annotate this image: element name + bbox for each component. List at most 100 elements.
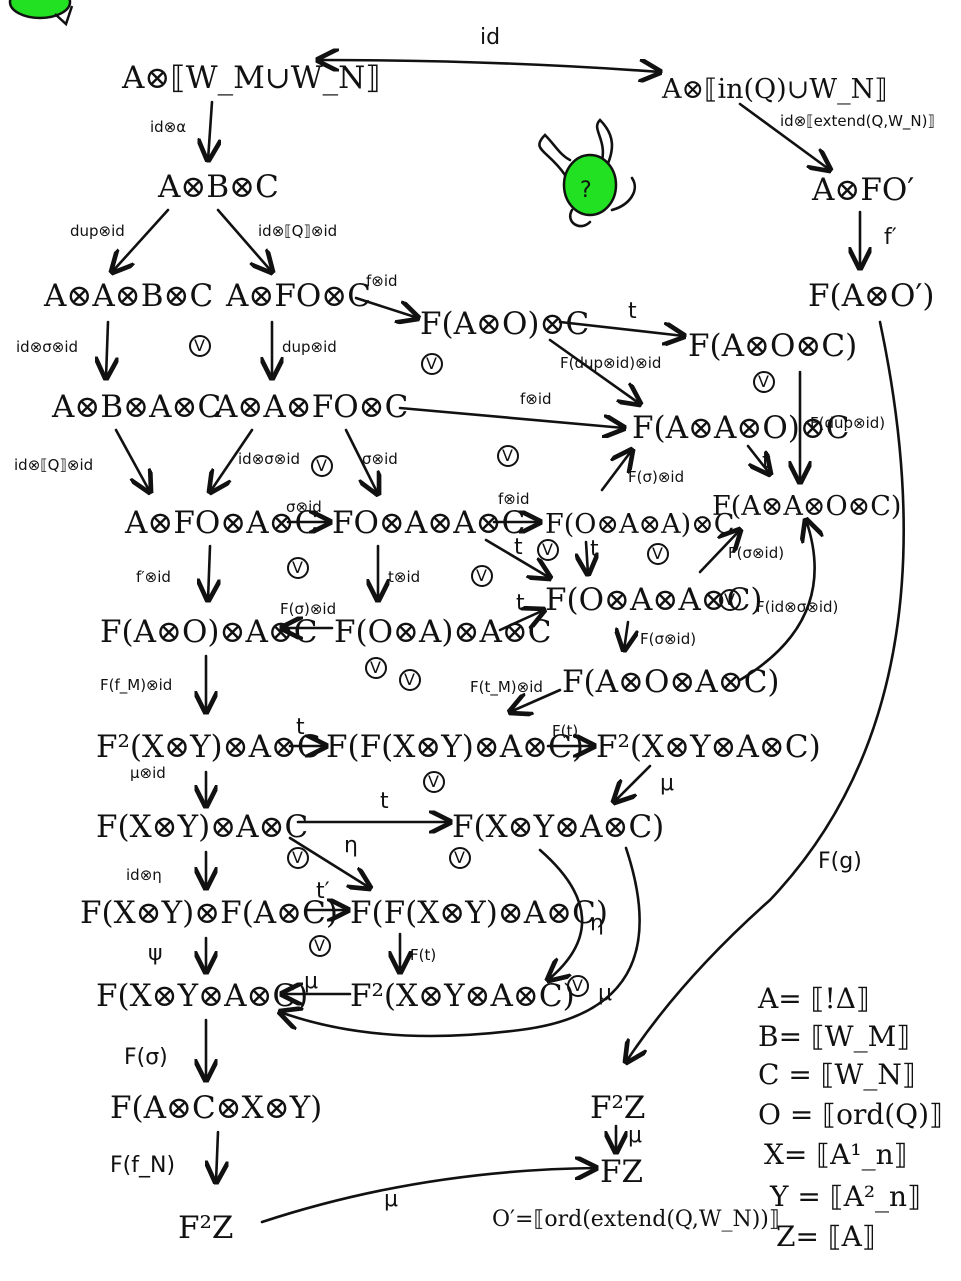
- arrow-n8-n12: [548, 338, 640, 404]
- svg-text:V: V: [292, 848, 303, 867]
- label-idQid2: id⊗⟦Q⟧⊗id: [14, 456, 93, 474]
- comm-marker: V: [537, 539, 559, 561]
- comm-marker: V: [753, 371, 775, 393]
- definition-O: O = ⟦ord(Q)⟧: [758, 1098, 943, 1131]
- svg-text:V: V: [572, 976, 583, 995]
- label-mu5: μ: [628, 1123, 642, 1148]
- node-n20: F(A⊗O⊗A⊗C): [562, 664, 780, 700]
- node-n4: A⊗FO′: [811, 172, 914, 208]
- arrow-n7-n31: [626, 320, 905, 1062]
- label-idsid: id⊗σ⊗id: [16, 338, 78, 356]
- node-n12: F(A⊗A⊗O)⊗C: [632, 410, 850, 446]
- node-n25: F(X⊗Y⊗A⊗C): [452, 809, 664, 845]
- label-fprimeid: f′⊗id: [136, 568, 171, 586]
- comm-marker: V: [647, 543, 669, 565]
- definition-Z: Z= ⟦A⟧: [776, 1220, 876, 1253]
- arrow-n30-n32: [216, 1130, 218, 1182]
- node-n31: F²Z: [590, 1090, 645, 1126]
- arrow-n5-n10: [106, 320, 108, 378]
- node-n17: F(O⊗A⊗A⊗C): [545, 582, 763, 618]
- arrow-n1-n3: [208, 100, 212, 160]
- svg-text:V: V: [316, 456, 327, 475]
- arrow-n10-n13: [114, 428, 150, 492]
- label-fid: f⊗id: [366, 272, 398, 290]
- node-n32: F²Z: [178, 1210, 233, 1246]
- label-Fsid3: F(σ⊗id): [640, 630, 696, 648]
- node-n33: FZ: [600, 1154, 643, 1190]
- arrow-n6-n8: [354, 296, 418, 318]
- arrow-n12-n16: [746, 444, 770, 474]
- label-t3: t: [516, 591, 525, 616]
- label-Fidsid: F(id⊗σ⊗id): [756, 598, 838, 616]
- comm-marker: V: [719, 589, 741, 611]
- node-n13: A⊗FO⊗A⊗C: [124, 505, 318, 541]
- label-Fsid: F(σ)⊗id: [628, 468, 684, 486]
- node-n11: A⊗A⊗FO⊗C: [214, 389, 408, 425]
- arrow-n24-n27: [288, 836, 370, 888]
- svg-text:V: V: [758, 372, 769, 391]
- comm-marker: V: [287, 847, 309, 869]
- node-n2: A⊗⟦in(Q)∪W_N⟧: [661, 74, 888, 105]
- comm-marker: V: [567, 975, 589, 997]
- arrow-n19-n17: [498, 610, 544, 632]
- label-tidd: t⊗id: [388, 568, 420, 586]
- label-Ffmid: F(f_M)⊗id: [100, 676, 172, 695]
- comm-marker: V: [287, 557, 309, 579]
- label-fid2: f⊗id: [520, 390, 552, 408]
- label-mu2: μ: [304, 969, 318, 994]
- node-n26: F(X⊗Y)⊗F(A⊗C): [80, 895, 338, 931]
- arrow-n13-n18: [208, 544, 210, 600]
- commutation-markers: V V V V V V V V V V V V V V V V V: [189, 335, 775, 997]
- svg-text:V: V: [542, 540, 553, 559]
- label-dupid: dup⊗id: [70, 222, 125, 240]
- svg-text:V: V: [502, 446, 513, 465]
- label-t: t: [628, 299, 637, 324]
- arrow-n17-n20: [624, 620, 628, 650]
- svg-text:V: V: [370, 658, 381, 677]
- node-n6: A⊗FO⊗C: [225, 278, 371, 314]
- comm-marker: V: [309, 935, 331, 957]
- label-sid2: σ⊗id: [286, 498, 322, 516]
- label-Ft: F(t): [552, 722, 578, 740]
- label-Fsid2: F(σ)⊗id: [280, 600, 336, 618]
- definition-Y: Y = ⟦A²_n⟧: [769, 1180, 921, 1213]
- node-n14: FO⊗A⊗A⊗C: [332, 505, 525, 541]
- comm-marker: V: [365, 657, 387, 679]
- comm-marker: V: [311, 455, 333, 477]
- svg-text:V: V: [194, 336, 205, 355]
- label-id: id: [480, 25, 500, 50]
- svg-text:V: V: [292, 558, 303, 577]
- arrow-n3-n6: [216, 208, 272, 272]
- arrow-n11-n14: [344, 428, 378, 494]
- label-Ft2: F(t): [410, 946, 436, 964]
- arrow-n25-n29: [538, 848, 584, 980]
- label-mu4: μ: [384, 1187, 398, 1212]
- comm-marker: V: [449, 847, 471, 869]
- arrow-n14-n17: [484, 538, 550, 578]
- node-n10: A⊗B⊗A⊗C: [51, 389, 221, 425]
- node-n7: F(A⊗O′): [808, 278, 935, 314]
- arrow-n11-n13: [210, 428, 254, 492]
- label-Fdupid: F(dup⊗id): [810, 414, 885, 432]
- node-n29: F²(X⊗Y⊗A⊗C): [350, 978, 575, 1014]
- label-mu1: μ: [660, 771, 674, 796]
- node-n34: O′=⟦ord(extend(Q,W_N))⟧: [492, 1207, 780, 1232]
- arrow-n20-n16: [738, 520, 815, 682]
- node-n15: F(O⊗A⊗A)⊗C: [545, 509, 734, 540]
- label-Fsigma: F(σ): [124, 1045, 168, 1070]
- comm-marker: V: [497, 445, 519, 467]
- node-n9: F(A⊗O⊗C): [688, 328, 857, 364]
- label-idssid: id⊗σ⊗id: [238, 450, 300, 468]
- node-n21: F²(X⊗Y)⊗A⊗C: [96, 729, 321, 765]
- label-t4: t: [296, 715, 305, 740]
- svg-text:V: V: [724, 590, 735, 609]
- node-n22: F(F(X⊗Y)⊗A⊗C): [326, 729, 584, 765]
- label-eta2: η: [590, 911, 604, 936]
- node-n27: F(F(X⊗Y)⊗A⊗C): [350, 895, 608, 931]
- node-n8: F(A⊗O)⊗C: [420, 306, 589, 342]
- label-psi: ψ: [148, 941, 163, 966]
- label-idext: id⊗⟦extend(Q,W_N)⟧: [780, 112, 935, 131]
- label-fprime: f′: [884, 225, 897, 250]
- label-muid: μ⊗id: [130, 764, 166, 782]
